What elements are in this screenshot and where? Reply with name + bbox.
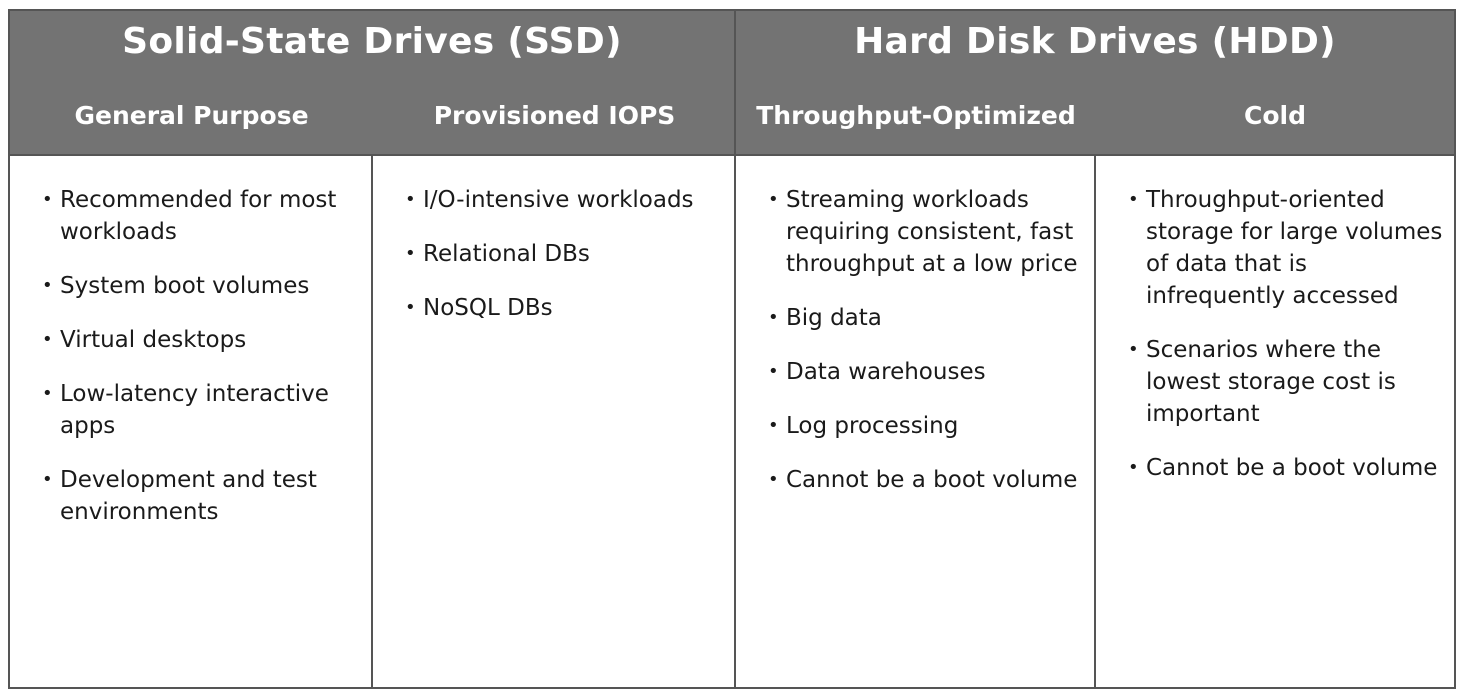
column-header-cold: Cold [1244, 101, 1306, 130]
column-body-general-purpose: Recommended for most workloads System bo… [10, 156, 373, 687]
general-purpose-list: Recommended for most workloads System bo… [42, 184, 361, 528]
ssd-group-header: Solid-State Drives (SSD) General Purpose… [10, 11, 736, 154]
list-item: Throughput-oriented storage for large vo… [1128, 184, 1444, 312]
ssd-group-title: Solid-State Drives (SSD) [122, 21, 622, 62]
list-item: NoSQL DBs [405, 292, 724, 324]
comparison-table: Solid-State Drives (SSD) General Purpose… [8, 9, 1456, 689]
list-item: Cannot be a boot volume [1128, 452, 1444, 484]
list-item: I/O-intensive workloads [405, 184, 724, 216]
list-item: Development and test environments [42, 464, 361, 528]
list-item: Data warehouses [768, 356, 1084, 388]
cold-list: Throughput-oriented storage for large vo… [1128, 184, 1444, 484]
hdd-group-title: Hard Disk Drives (HDD) [854, 21, 1336, 62]
hdd-group-header: Hard Disk Drives (HDD) Throughput-Optimi… [736, 11, 1454, 154]
list-item: Cannot be a boot volume [768, 464, 1084, 496]
column-header-provisioned-iops: Provisioned IOPS [433, 101, 676, 130]
table-header: Solid-State Drives (SSD) General Purpose… [10, 11, 1454, 156]
column-body-cold: Throughput-oriented storage for large vo… [1096, 156, 1454, 687]
list-item: Big data [768, 302, 1084, 334]
list-item: Log processing [768, 410, 1084, 442]
column-body-provisioned-iops: I/O-intensive workloads Relational DBs N… [373, 156, 736, 687]
list-item: Relational DBs [405, 238, 724, 270]
throughput-optimized-list: Streaming workloads requiring consistent… [768, 184, 1084, 496]
column-header-throughput-optimized: Throughput-Optimized [756, 101, 1076, 130]
list-item: Low-latency interactive apps [42, 378, 361, 442]
list-item: Streaming workloads requiring consistent… [768, 184, 1084, 280]
column-body-throughput-optimized: Streaming workloads requiring consistent… [736, 156, 1096, 687]
column-header-general-purpose: General Purpose [74, 101, 309, 130]
list-item: System boot volumes [42, 270, 361, 302]
list-item: Recommended for most workloads [42, 184, 361, 248]
list-item: Scenarios where the lowest storage cost … [1128, 334, 1444, 430]
list-item: Virtual desktops [42, 324, 361, 356]
provisioned-iops-list: I/O-intensive workloads Relational DBs N… [405, 184, 724, 324]
